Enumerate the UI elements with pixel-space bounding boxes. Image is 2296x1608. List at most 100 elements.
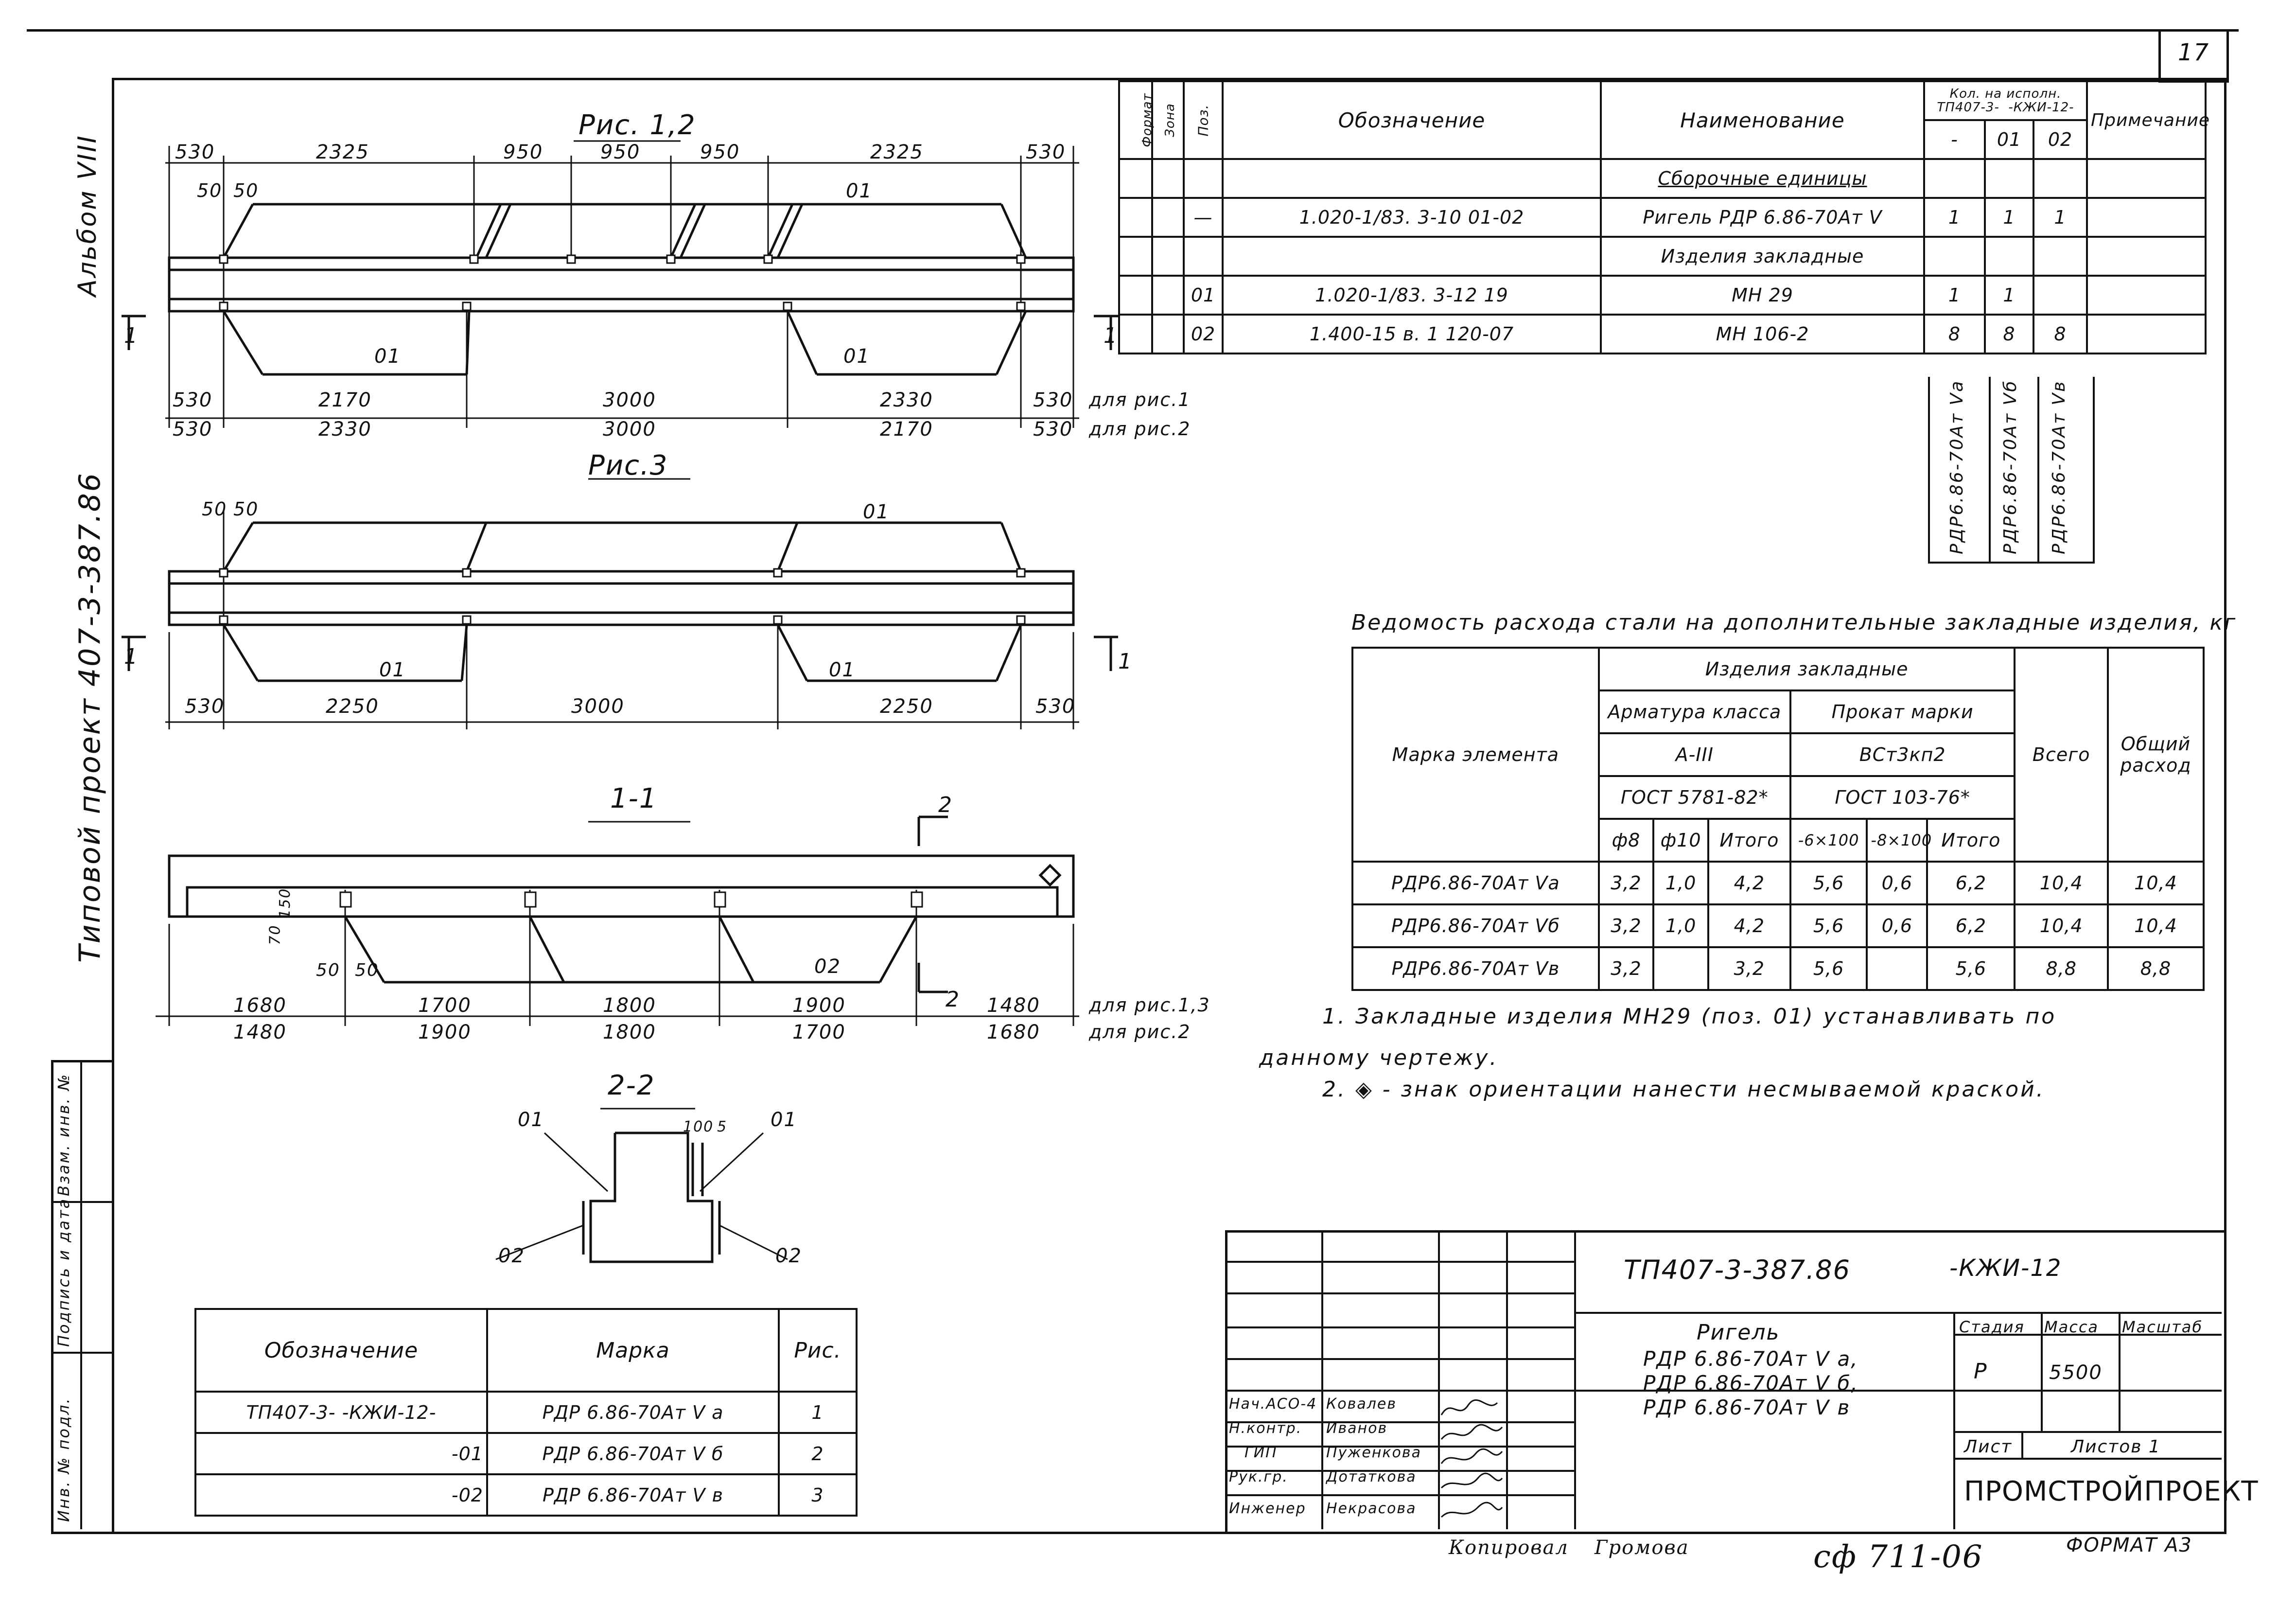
steel-sub-8x100: -8×100	[1866, 818, 1931, 863]
role-1: Нач.АСО-4	[1229, 1396, 1317, 1413]
sec11-r2-5: 1680	[987, 1021, 1040, 1043]
spec-vertical-box	[1928, 377, 2095, 564]
steel-sub-total2: Итого	[1926, 818, 2016, 863]
fig12-bot1-2: 2170	[318, 389, 372, 411]
sec22-mark-tr: 01	[771, 1109, 797, 1131]
fig3-cut-right: 1	[1118, 649, 1133, 674]
stage-value: Р	[1974, 1359, 1988, 1384]
title-block-grid	[1225, 1230, 2222, 1529]
top-line	[27, 29, 2239, 32]
section22	[495, 1108, 788, 1263]
steel-h-overall: Общий расход	[2106, 647, 2205, 863]
mass-header: Масса	[2044, 1318, 2099, 1336]
steel-h-roll-gost: ГОСТ 103-76*	[1789, 775, 2016, 820]
steel-sub-6x100: -6×100	[1789, 818, 1868, 863]
copied-label: Копировал	[1449, 1537, 1569, 1559]
name-2: Иванов	[1326, 1420, 1388, 1437]
fig12-dim-3: 950	[503, 141, 543, 163]
role-4: Рук.гр.	[1229, 1468, 1288, 1485]
doc-suffix: -КЖИ-12	[1949, 1255, 2062, 1282]
note-1b: данному чертежу.	[1259, 1045, 1499, 1070]
doc-code: ТП407-3-387.86	[1624, 1255, 1851, 1285]
spec-vmark-c: РДР6.86-70Ат Vв	[2049, 380, 2069, 554]
fig12-cut-right: 1	[1104, 323, 1118, 348]
spec-h-code: Обозначение	[1222, 80, 1602, 160]
sec11-r2-2: 1900	[418, 1021, 472, 1043]
spec-row: Сборочные единицы	[1118, 158, 2207, 199]
fig12-mark-top: 01	[846, 180, 873, 202]
sec11-r1-2: 1700	[418, 994, 472, 1017]
format-label: ФОРМАТ А3	[2066, 1534, 2192, 1556]
fig12-small-2: 50	[233, 180, 259, 201]
fig3-bot-3: 3000	[571, 695, 625, 718]
org-name: ПРОМСТРОЙПРОЕКТ	[1964, 1476, 2259, 1507]
sec22-small-5: 5	[717, 1118, 728, 1135]
fig3-cut-left: 1	[124, 644, 139, 669]
role-5: Инженер	[1229, 1500, 1306, 1517]
sec11-r1-1: 1680	[233, 994, 287, 1017]
steel-table: Марка элемента Изделия закладные Всего О…	[1351, 647, 2205, 991]
name-1: Ковалев	[1326, 1396, 1397, 1413]
fig12-dim-7: 530	[1026, 141, 1066, 163]
title-block	[1225, 1230, 2224, 1532]
sec11-cut-top: 2	[938, 793, 953, 817]
sec11-r2-3: 1800	[603, 1021, 656, 1043]
sheet-number: 17	[2178, 39, 2210, 66]
sec11-small-150: 150	[277, 887, 294, 919]
sec11-r2-1: 1480	[233, 1021, 287, 1043]
fig12-bot2-3: 3000	[603, 418, 656, 441]
fig12-for1: для рис.1	[1089, 389, 1191, 410]
note-2: 2. ◈ - знак ориентации нанести несмываем…	[1322, 1077, 2045, 1102]
fig12-bot2-1: 530	[173, 418, 213, 441]
spec-q-h0: -	[1923, 119, 1986, 160]
fig12-bot2-4: 2170	[880, 418, 933, 441]
spec-vmark-a: РДР6.86-70Ат Vа	[1947, 379, 1967, 554]
side-stamp	[51, 1060, 114, 1534]
sec11-small-50b: 50	[355, 960, 379, 980]
fig3-title: Рис.3	[588, 450, 668, 481]
side-stamp-line	[51, 1060, 82, 1529]
marks-h-mark: Марка	[486, 1308, 780, 1393]
sec11-small-70: 70	[266, 924, 284, 945]
stage-header: Стадия	[1959, 1318, 2025, 1336]
fig12-dim-1: 530	[175, 141, 215, 163]
archive-stamp: сф 711-06	[1813, 1539, 1983, 1575]
fig3-bot-2: 2250	[326, 695, 379, 718]
fig12-cut-left: 1	[124, 323, 139, 348]
drawings	[122, 140, 1118, 1263]
fig12-bot2-2: 2330	[318, 418, 372, 441]
fig3-bot-4: 2250	[880, 695, 933, 718]
name-3: Пуженкова	[1326, 1444, 1421, 1461]
fig12-mark-left: 01	[374, 345, 401, 368]
spec-h-pos: Поз.	[1195, 104, 1211, 136]
spec-h-format: Формат	[1139, 93, 1155, 147]
embed-plates	[219, 254, 1026, 908]
sec11-r1-5: 1480	[987, 994, 1040, 1017]
sec11-r1-3: 1800	[603, 994, 656, 1017]
marks-h-code: Обозначение	[194, 1308, 488, 1393]
sec22-mark-tl: 01	[518, 1109, 544, 1131]
fig3-mark-left: 01	[379, 659, 406, 681]
spec-h-note: Примечание	[2086, 80, 2209, 160]
role-2: Н.контр.	[1229, 1420, 1302, 1437]
drawing-frame	[112, 78, 2226, 1534]
steel-sub-total1: Итого	[1707, 818, 1791, 863]
sec22-small-100: 100	[683, 1118, 714, 1135]
steel-title: Ведомость расхода стали на дополнительны…	[1351, 610, 2237, 635]
mass-value: 5500	[2049, 1361, 2103, 1384]
sheets-header: Листов 1	[2071, 1437, 2161, 1457]
fig12-beam	[122, 140, 1118, 428]
spec-row: Изделия закладные	[1118, 236, 2207, 277]
sec11-r2-4: 1700	[792, 1021, 846, 1043]
sec11-r1-4: 1900	[792, 994, 846, 1017]
fig12-title: Рис. 1,2	[578, 109, 696, 141]
fig12-dim-6: 2325	[870, 141, 924, 163]
fig3-small-2: 50	[233, 498, 259, 520]
steel-sub-f10: ф10	[1652, 818, 1709, 863]
spec-vmark-b: РДР6.86-70Ат Vб	[2000, 379, 2020, 554]
steel-h-rebar-cls: А-III	[1597, 732, 1791, 777]
